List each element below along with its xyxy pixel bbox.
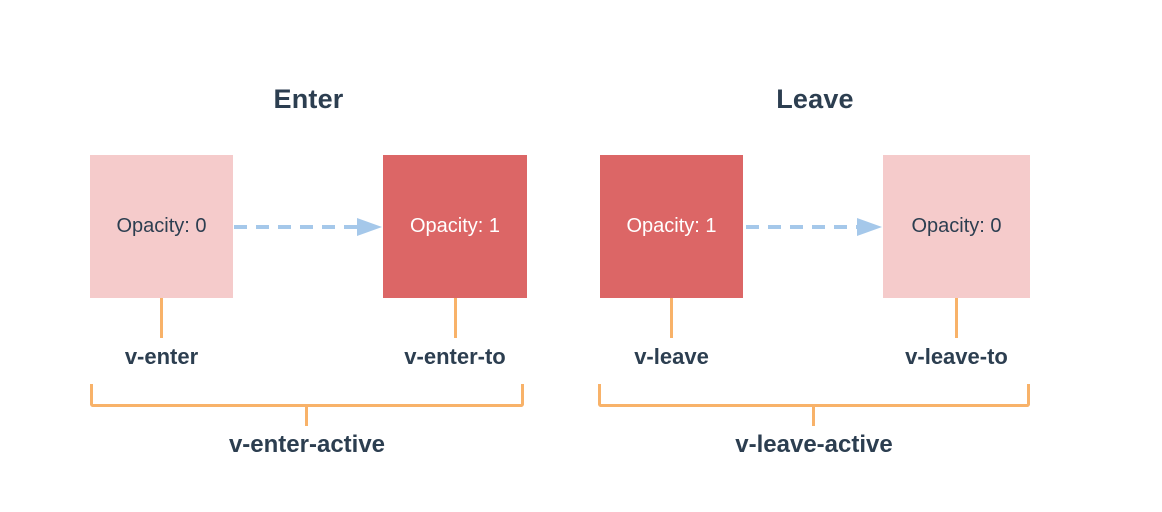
box-label: Opacity: 1 <box>409 215 501 237</box>
section-title: Enter <box>273 84 344 114</box>
start-class-label: v-leave <box>634 344 709 369</box>
box-label: Opacity: 0 <box>116 215 207 237</box>
active-bracket <box>598 384 1030 407</box>
dashed-arrow-icon <box>746 218 882 236</box>
box-label: Opacity: 0 <box>911 215 1002 237</box>
end-class-label: v-enter-to <box>404 344 506 369</box>
box-connector-line <box>670 298 673 338</box>
active-bracket <box>90 384 524 407</box>
start-opacity-box: Opacity: 1 <box>600 155 743 298</box>
start-class-label: v-enter <box>124 344 199 369</box>
bracket-stem <box>305 405 308 426</box>
leave-section: Leave Opacity: 1 Opacity: 0 v-leave v-le… <box>598 0 1032 512</box>
end-opacity-box: Opacity: 0 <box>883 155 1030 298</box>
bracket-stem <box>812 405 815 426</box>
box-connector-line <box>454 298 457 338</box>
box-connector-line <box>160 298 163 338</box>
enter-section: Enter Opacity: 0 Opacity: 1 v-enter v-en… <box>90 0 527 512</box>
end-class-label: v-leave-to <box>905 344 1008 369</box>
dashed-arrow-icon <box>234 218 382 236</box>
start-opacity-box: Opacity: 0 <box>90 155 233 298</box>
active-class-label: v-leave-active <box>735 431 893 458</box>
section-title: Leave <box>776 84 854 114</box>
box-label: Opacity: 1 <box>626 215 717 237</box>
box-connector-line <box>955 298 958 338</box>
active-class-label: v-enter-active <box>228 431 386 458</box>
end-opacity-box: Opacity: 1 <box>383 155 527 298</box>
